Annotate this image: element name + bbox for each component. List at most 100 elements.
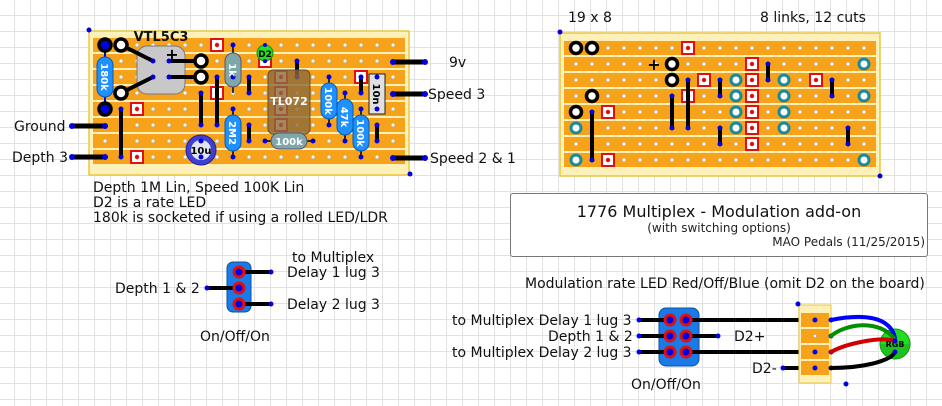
component-pad [777, 121, 791, 135]
hole [861, 77, 867, 83]
hole [813, 141, 819, 147]
ic-tl072[interactable]: TL072 [267, 69, 311, 135]
sw1-right-top-label: Delay 1 lug 3 [287, 265, 380, 281]
hole [573, 77, 579, 83]
r1k-label: 1k [226, 63, 237, 77]
switch-spdt-1[interactable] [204, 261, 274, 313]
hole [621, 141, 627, 147]
speed3-label: Speed 3 [428, 87, 485, 103]
hole [813, 125, 819, 131]
hole [621, 125, 627, 131]
hole [653, 61, 659, 67]
hole [845, 77, 851, 83]
sw2-heading: Modulation rate LED Red/Off/Blue (omit D… [525, 276, 925, 292]
hole [653, 125, 659, 131]
hole [310, 122, 316, 128]
note-line-1: Depth 1M Lin, Speed 100K Lin [93, 180, 304, 196]
switch-dpdt-2[interactable] [636, 307, 816, 371]
resistor-47k[interactable]: 47k [336, 90, 354, 144]
hole [829, 125, 835, 131]
note-line-3: 180k is socketed if using a rolled LED/L… [93, 210, 388, 226]
hole [589, 77, 595, 83]
hole [637, 141, 643, 147]
hole [701, 141, 707, 147]
hole [781, 61, 787, 67]
component-pad [857, 57, 871, 71]
resistor-1k[interactable]: 1k [224, 42, 242, 94]
hole [653, 157, 659, 163]
hole [797, 109, 803, 115]
author-date: MAO Pedals (11/25/2015) [772, 235, 925, 249]
hole [781, 45, 787, 51]
resistor-100k-horizontal[interactable]: 100k [262, 132, 316, 150]
vtl5c3-optocoupler[interactable]: + VTL5C3 [113, 30, 209, 101]
component-pad [729, 73, 743, 87]
hole [765, 109, 771, 115]
hole [637, 45, 643, 51]
board-size-label: 19 x 8 [568, 10, 612, 26]
hole [150, 154, 156, 160]
hole [797, 93, 803, 99]
hole [813, 61, 819, 67]
hole [685, 157, 691, 163]
resistor-100k-vertical-1[interactable]: 100k [320, 74, 338, 128]
hole [573, 93, 579, 99]
sw1-top-label: to Multiplex [292, 250, 374, 266]
hole [813, 109, 819, 115]
hole [637, 77, 643, 83]
wire-black[interactable] [829, 350, 897, 370]
hole [797, 77, 803, 83]
corner-handle[interactable] [86, 27, 92, 33]
hole [182, 106, 188, 112]
hole [717, 61, 723, 67]
cut-dot [749, 141, 755, 147]
hole [653, 93, 659, 99]
hole [294, 42, 300, 48]
hole [765, 125, 771, 131]
hole [765, 45, 771, 51]
hole [605, 125, 611, 131]
hole [390, 42, 396, 48]
hole [326, 138, 332, 144]
rgb-label: RGB [886, 340, 905, 349]
hole [685, 141, 691, 147]
hole [390, 74, 396, 80]
hole [246, 42, 252, 48]
corner-handle[interactable] [557, 29, 563, 35]
note-line-2: D2 is a rate LED [93, 195, 206, 211]
hole [813, 45, 819, 51]
offboard-pad [664, 72, 680, 88]
wire-green[interactable] [829, 323, 897, 342]
link-ends [589, 61, 851, 163]
cut-dot [134, 154, 140, 160]
led-d2[interactable]: D2 [256, 43, 274, 63]
corner-handle[interactable] [407, 171, 413, 177]
cut-dot [749, 125, 755, 131]
hole [278, 154, 284, 160]
hole [829, 157, 835, 163]
wire-links [119, 61, 379, 157]
hole [262, 106, 268, 112]
socket-180k[interactable]: 180k [96, 37, 114, 117]
hole [198, 42, 204, 48]
hole [342, 154, 348, 160]
cut-dot [214, 42, 220, 48]
resistor-100k-vertical-2[interactable]: 100k [352, 106, 370, 160]
track-cuts [601, 41, 823, 167]
capacitor-10u[interactable]: 10u [185, 134, 217, 166]
wire-blue[interactable] [829, 314, 897, 340]
r180k-label: 180k [98, 63, 109, 91]
nine-v-label: 9v [449, 55, 466, 71]
hole [342, 42, 348, 48]
hole [733, 157, 739, 163]
hole [246, 58, 252, 64]
capacitor-10n[interactable]: 10n [368, 73, 386, 115]
hole [310, 74, 316, 80]
hole [134, 42, 140, 48]
corner-handle[interactable] [877, 173, 883, 179]
hole [861, 125, 867, 131]
sw2-type-label: On/Off/On [631, 377, 701, 393]
resistor-2m2[interactable]: 2M2 [224, 106, 242, 160]
hole [182, 154, 188, 160]
wire-red[interactable] [829, 337, 897, 354]
